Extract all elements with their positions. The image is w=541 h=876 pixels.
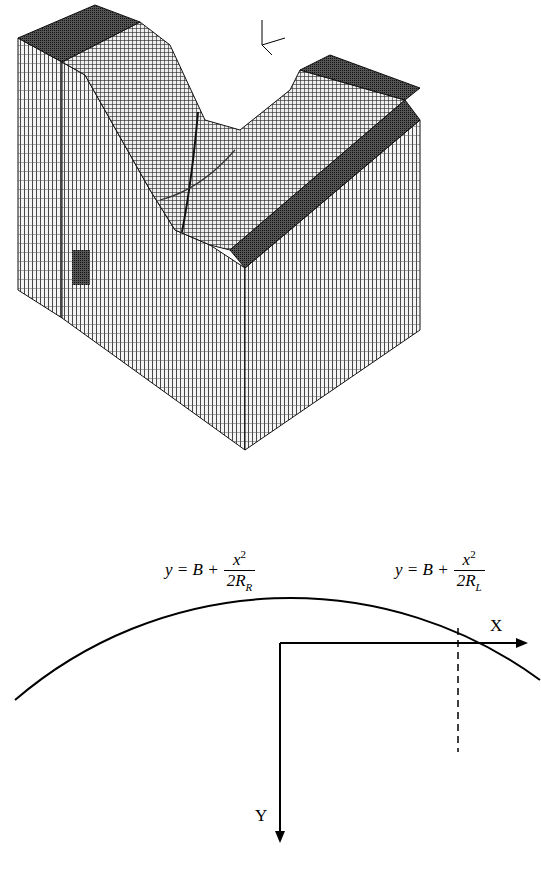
radius-subscript: R [246,581,253,593]
formula-lhs: y = B + [165,560,219,580]
radius-symbol: 2R [457,571,476,590]
exponent: 2 [240,548,246,560]
axis-label: Y [254,806,268,826]
formula: y = B +x22RR [165,548,255,593]
numerator: x2 [230,548,249,570]
radius-subscript: L [476,581,482,593]
numerator: x2 [460,548,479,570]
variable: x [463,550,471,569]
exponent: 2 [470,548,476,560]
fraction: x22RR [224,548,256,593]
wheel-arc [15,598,540,700]
fraction: x22RL [454,548,485,593]
variable: x [233,550,241,569]
denominator: 2RL [454,570,485,592]
denominator: 2RR [224,570,256,592]
radius-symbol: 2R [227,571,246,590]
formula-lhs: y = B + [395,560,449,580]
formula: y = B +x22RL [395,548,485,593]
axis-label: X [489,616,503,636]
